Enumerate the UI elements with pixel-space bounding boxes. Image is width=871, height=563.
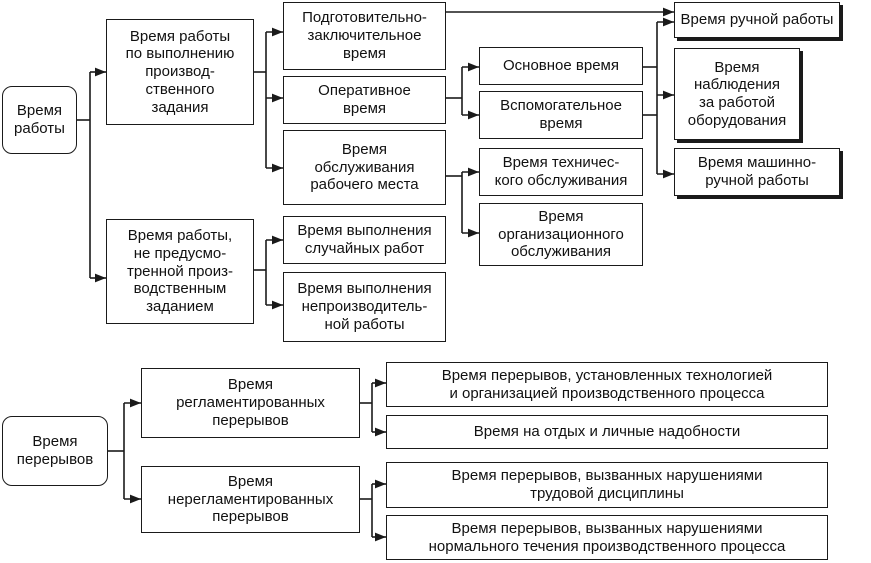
random-work-time-label: Время выполнения случайных работ — [297, 222, 432, 257]
preparatory-time: Подготовительно- заключительное время — [283, 2, 446, 70]
break-time-root: Время перерывов — [2, 416, 108, 486]
main-time-label: Основное время — [503, 57, 619, 75]
not-planned-time: Время работы, не предусмо- тренной произ… — [106, 219, 254, 324]
preparatory-time-label: Подготовительно- заключительное время — [302, 9, 427, 62]
auxiliary-time: Вспомогательное время — [479, 91, 643, 139]
process-violation-breaks-label: Время перерывов, вызванных нарушениями н… — [428, 519, 786, 555]
organizational-service-time-label: Время организационного обслуживания — [498, 207, 624, 261]
operational-time-label: Оперативное время — [318, 82, 411, 117]
unproductive-work-time: Время выполнения непроизводитель- ной ра… — [283, 272, 446, 342]
tech-org-breaks: Время перерывов, установленных технологи… — [386, 362, 828, 407]
manual-work-time: Время ручной работы — [674, 2, 840, 38]
unregulated-breaks-label: Время нерегламентированных перерывов — [167, 472, 334, 526]
technical-service-time: Время техничес- кого обслуживания — [479, 148, 643, 196]
production-task-time: Время работы по выполнению производ- ств… — [106, 19, 254, 125]
machine-manual-work-time-label: Время машинно- ручной работы — [697, 154, 817, 189]
rest-breaks: Время на отдых и личные надобности — [386, 415, 828, 449]
machine-manual-work-time: Время машинно- ручной работы — [674, 148, 840, 196]
tech-org-breaks-label: Время перерывов, установленных технологи… — [441, 366, 773, 402]
organizational-service-time: Время организационного обслуживания — [479, 203, 643, 266]
work-time-root: Время работы — [2, 86, 77, 154]
equipment-observation-time-label: Время наблюдения за работой оборудования — [687, 58, 787, 129]
break-time-root-label: Время перерывов — [16, 433, 94, 468]
production-task-time-label: Время работы по выполнению производ- ств… — [125, 27, 235, 116]
regulated-breaks: Время регламентированных перерывов — [141, 368, 360, 438]
not-planned-time-label: Время работы, не предусмо- тренной произ… — [126, 227, 234, 316]
unproductive-work-time-label: Время выполнения непроизводитель- ной ра… — [297, 280, 432, 333]
technical-service-time-label: Время техничес- кого обслуживания — [494, 154, 628, 189]
main-time: Основное время — [479, 47, 643, 85]
labor-discipline-breaks: Время перерывов, вызванных нарушениями т… — [386, 462, 828, 508]
random-work-time: Время выполнения случайных работ — [283, 216, 446, 264]
workplace-service-time-label: Время обслуживания рабочего места — [310, 140, 419, 194]
unregulated-breaks: Время нерегламентированных перерывов — [141, 466, 360, 533]
labor-discipline-breaks-label: Время перерывов, вызванных нарушениями т… — [451, 467, 763, 502]
rest-breaks-label: Время на отдых и личные надобности — [473, 423, 741, 441]
workplace-service-time: Время обслуживания рабочего места — [283, 130, 446, 205]
auxiliary-time-label: Вспомогательное время — [500, 97, 622, 132]
manual-work-time-label: Время ручной работы — [680, 11, 834, 29]
equipment-observation-time: Время наблюдения за работой оборудования — [674, 48, 800, 140]
operational-time: Оперативное время — [283, 76, 446, 124]
regulated-breaks-label: Время регламентированных перерывов — [176, 376, 325, 429]
process-violation-breaks: Время перерывов, вызванных нарушениями н… — [386, 515, 828, 560]
work-time-root-label: Время работы — [14, 102, 65, 137]
